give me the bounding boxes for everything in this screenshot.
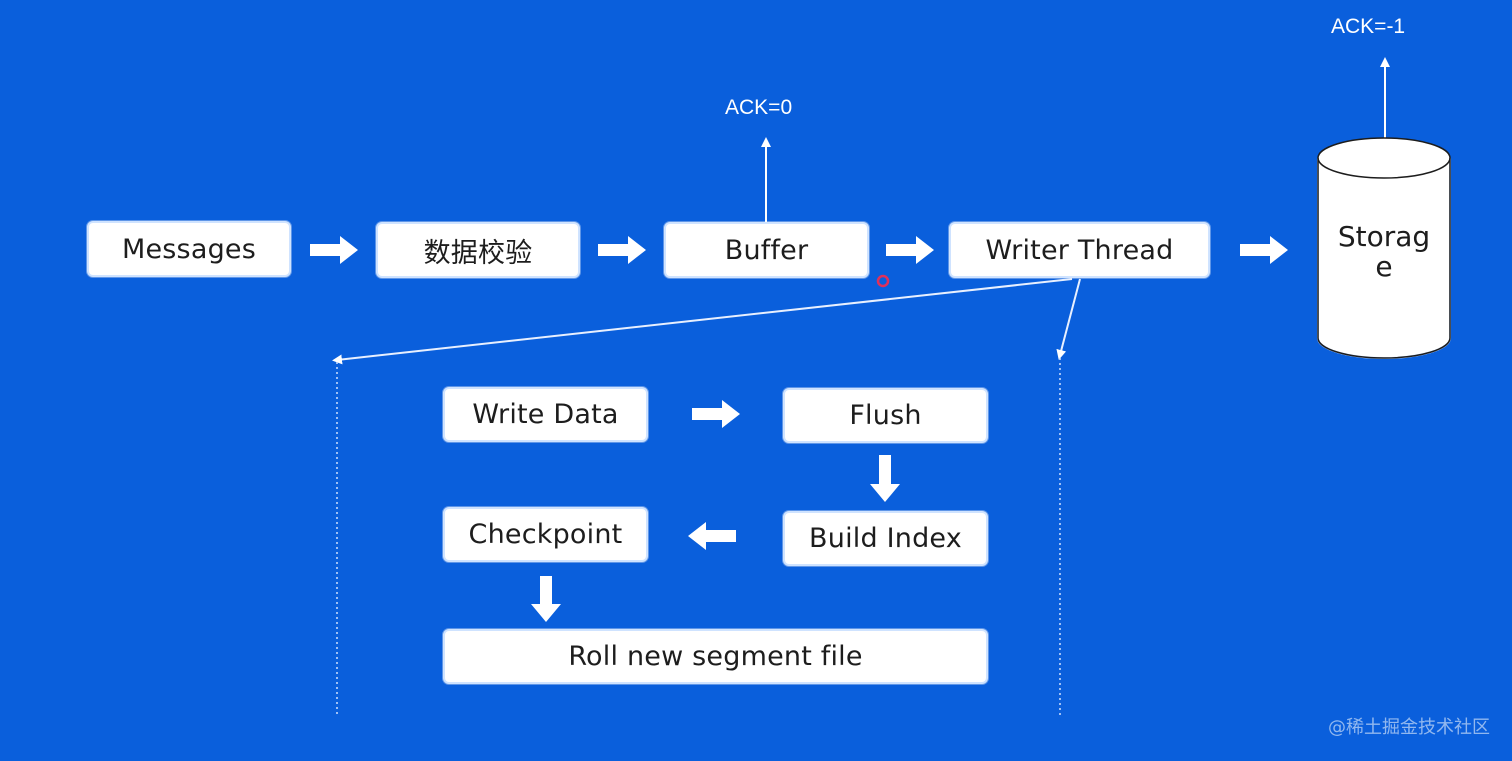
zoom-line-left [332, 278, 1073, 365]
roll-segment-box: Roll new segment file [443, 629, 988, 684]
block-arrow-index-to-checkpoint [688, 522, 736, 550]
buffer-box: Buffer [664, 222, 869, 278]
block-arrow-flush-to-index [870, 455, 900, 502]
ack-label-storage: ACK=-1 [1331, 15, 1406, 38]
block-arrow-buffer-to-writer [886, 236, 934, 264]
block-arrow-messages-to-validation [310, 236, 358, 264]
zoom-line-right [1056, 278, 1081, 360]
checkpoint-box: Checkpoint [443, 507, 648, 562]
write-data-box: Write Data [443, 387, 648, 442]
watermark: @稀土掘金技术社区 [1328, 717, 1490, 738]
flush-box: Flush [783, 388, 988, 443]
storage-label-line2: e [1375, 250, 1393, 283]
build-index-box: Build Index [783, 511, 988, 566]
cursor-dot [876, 274, 890, 288]
validation-box: 数据校验 [376, 222, 580, 278]
storage-cylinder [1317, 137, 1451, 359]
ack-label-buffer: ACK=0 [725, 96, 793, 119]
messages-box: Messages [87, 221, 291, 277]
writer-thread-box: Writer Thread [949, 222, 1210, 278]
block-arrow-writer-to-storage [1240, 236, 1288, 264]
storage-label: Storag e [1318, 222, 1450, 282]
storage-label-line1: Storag [1337, 220, 1431, 253]
block-arrow-write-to-flush [692, 400, 740, 428]
block-arrow-validation-to-buffer [598, 236, 646, 264]
block-arrow-checkpoint-to-roll [531, 576, 561, 622]
